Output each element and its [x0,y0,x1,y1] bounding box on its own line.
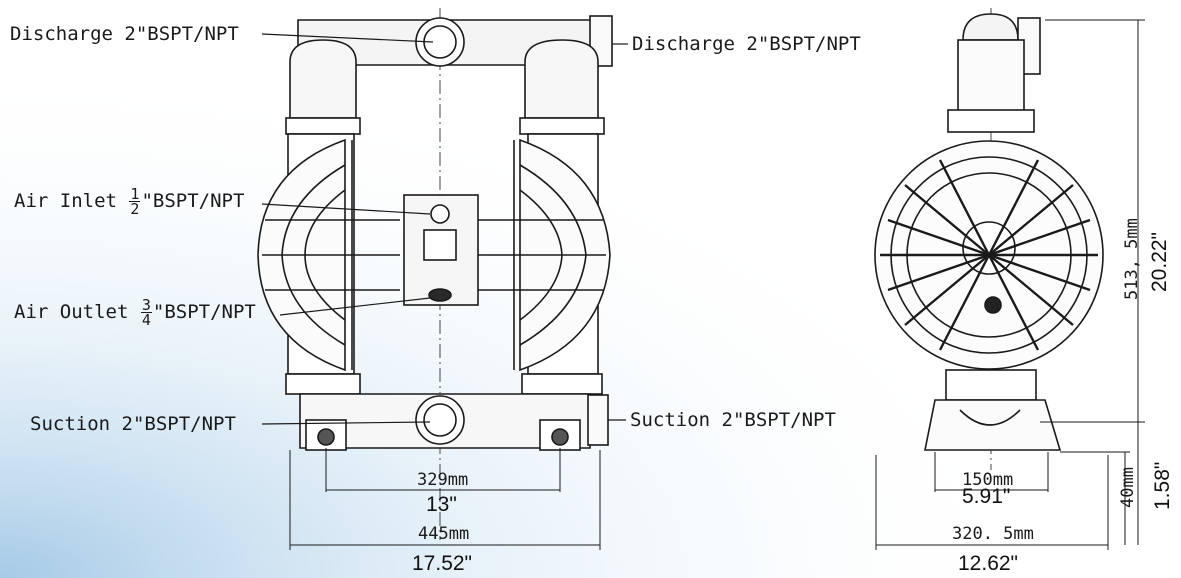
air-inlet-suffix: "BSPT/NPT [141,190,245,212]
air-outlet-frac-num: 3 [140,296,152,314]
discharge-port [415,17,465,67]
discharge-right-label: Discharge 2"BSPT/NPT [632,33,861,55]
air-inlet-frac-num: 1 [129,185,141,203]
foot-in: 1.58" [1151,461,1174,510]
air-inlet-fraction: 1 2 [129,185,141,218]
air-outlet-label: Air Outlet 3 4 "BSPT/NPT [14,296,256,329]
front-dimensions [289,448,601,550]
height-mm: 513, 5mm [1122,218,1142,300]
air-outlet-frac-den: 4 [141,311,151,329]
width-mm: 445mm [418,524,470,544]
side-view [874,8,1104,470]
port-spacing-in: 13" [426,493,457,516]
base-in: 5.91" [962,485,1011,508]
foot-mm: 40mm [1118,467,1138,508]
air-outlet-fraction: 3 4 [140,296,152,329]
height-in: 20.22" [1148,231,1171,292]
side-dimensions [875,19,1145,550]
width-in: 17.52" [412,552,473,575]
discharge-left-label: Discharge 2"BSPT/NPT [10,23,239,45]
suction-right-label: Suction 2"BSPT/NPT [630,409,836,431]
suction-left-label: Suction 2"BSPT/NPT [30,413,236,435]
air-inlet-frac-den: 2 [130,200,140,218]
suction-port [415,395,465,445]
port-spacing-mm: 329mm [417,470,469,490]
air-inlet-label: Air Inlet 1 2 "BSPT/NPT [14,185,245,218]
air-outlet-prefix: Air Outlet [14,301,129,323]
depth-mm: 320. 5mm [952,524,1034,544]
air-inlet-prefix: Air Inlet [14,190,117,212]
leader-lines [261,33,628,425]
air-inlet-port [430,204,450,224]
air-outlet-suffix: "BSPT/NPT [152,301,256,323]
front-view [257,8,613,540]
air-outlet-port [428,288,452,302]
base-mm: 150mm [962,470,1014,490]
depth-in: 12.62" [958,552,1019,575]
